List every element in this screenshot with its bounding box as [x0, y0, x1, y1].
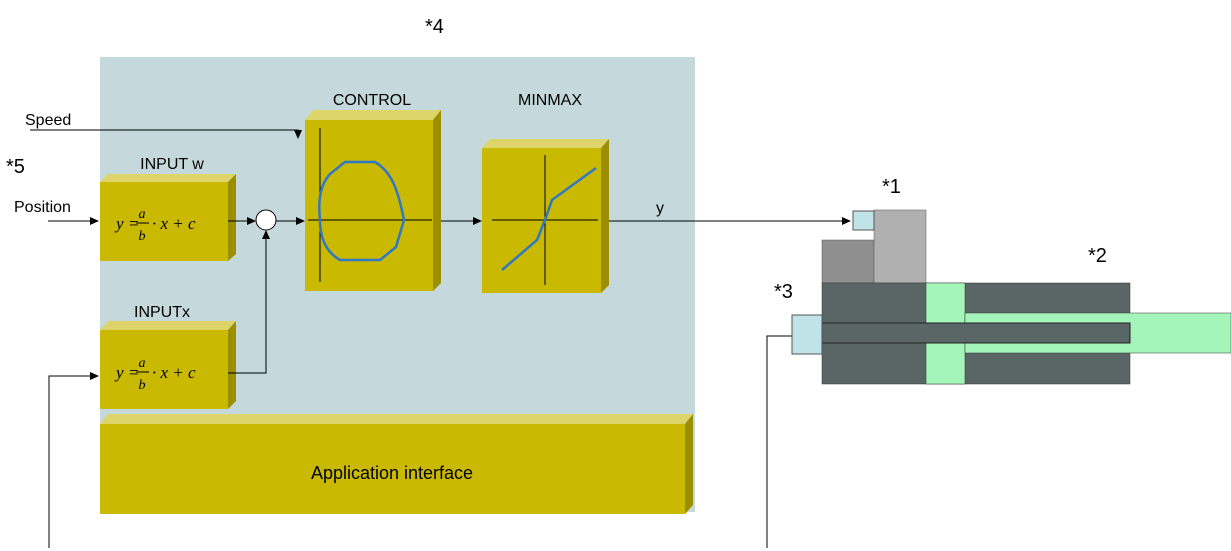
valve-connector	[852, 210, 875, 231]
svg-text:a: a	[139, 207, 146, 222]
svg-text:=: =	[128, 363, 139, 382]
minmax-title: MINMAX	[518, 92, 582, 109]
control-title: CONTROL	[333, 92, 411, 109]
application-interface-label: Application interface	[311, 463, 473, 483]
annotation-star-5: *5	[6, 156, 25, 178]
svg-text:· x + c: · x + c	[152, 363, 196, 382]
minmax-block: MINMAX	[482, 92, 609, 293]
position-sensor-head	[791, 314, 823, 355]
minmax-characteristic-curve	[501, 166, 597, 271]
position-label: Position	[14, 199, 71, 216]
annotation-star-4: *4	[425, 16, 444, 38]
input-x-formula: y = a b · x + c	[114, 356, 196, 393]
input-w-title: INPUT w	[140, 156, 204, 173]
speed-label: Speed	[25, 112, 71, 129]
output-y-label: y	[656, 200, 664, 217]
position-sensor-rod	[821, 322, 1131, 344]
svg-text:· x + c: · x + c	[152, 214, 196, 233]
application-interface-block: Application interface	[100, 414, 693, 514]
svg-text:y: y	[114, 214, 124, 233]
input-x-title: INPUTx	[134, 304, 190, 321]
svg-text:a: a	[139, 356, 146, 371]
input-x-block: INPUTx y = a b · x + c	[100, 304, 236, 409]
annotation-star-3: *3	[774, 281, 793, 303]
signal-lines	[30, 129, 851, 548]
input-w-formula: y = a b · x + c	[114, 207, 196, 244]
svg-text:=: =	[128, 214, 139, 233]
svg-text:y: y	[114, 363, 124, 382]
svg-text:b: b	[139, 229, 146, 244]
annotation-star-2: *2	[1088, 245, 1107, 267]
control-block: CONTROL	[305, 92, 441, 291]
annotation-star-1: *1	[882, 176, 901, 198]
input-w-block: INPUT w y = a b · x + c	[100, 156, 236, 261]
summing-junction	[255, 209, 277, 231]
hydraulic-cylinder	[791, 282, 1231, 385]
svg-text:b: b	[139, 378, 146, 393]
control-characteristic-curve	[318, 160, 406, 262]
servo-valve	[821, 209, 927, 284]
